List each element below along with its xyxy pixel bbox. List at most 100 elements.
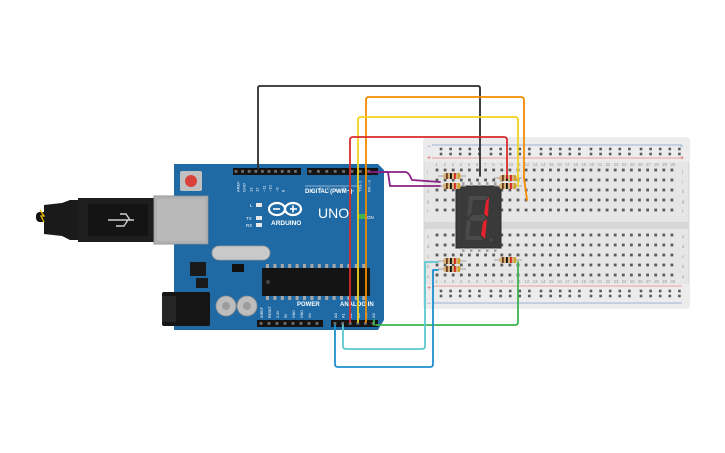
rail-hole[interactable] xyxy=(678,294,681,298)
rail-hole[interactable] xyxy=(539,147,543,151)
header-pin-hole[interactable] xyxy=(274,170,277,173)
breadboard-hole[interactable] xyxy=(516,198,520,202)
breadboard-hole[interactable] xyxy=(597,253,601,257)
rail-hole[interactable] xyxy=(518,152,522,156)
rail-hole[interactable] xyxy=(628,289,631,293)
breadboard-hole[interactable] xyxy=(654,208,658,212)
breadboard-hole[interactable] xyxy=(597,273,601,277)
breadboard-hole[interactable] xyxy=(540,208,544,212)
breadboard-hole[interactable] xyxy=(670,198,674,202)
breadboard-hole[interactable] xyxy=(670,233,674,237)
breadboard-hole[interactable] xyxy=(638,263,641,267)
breadboard-hole[interactable] xyxy=(630,178,633,182)
breadboard-hole[interactable] xyxy=(565,168,568,172)
breadboard-hole[interactable] xyxy=(613,253,617,257)
breadboard-hole[interactable] xyxy=(565,188,568,192)
header-pin-hole[interactable] xyxy=(308,170,312,173)
rail-hole[interactable] xyxy=(668,152,672,156)
rail-hole[interactable] xyxy=(458,294,462,298)
rail-hole[interactable] xyxy=(508,289,512,293)
rail-hole[interactable] xyxy=(439,294,443,298)
header-pin-hole[interactable] xyxy=(259,322,263,325)
breadboard-hole[interactable] xyxy=(435,198,439,202)
breadboard-hole[interactable] xyxy=(597,243,601,247)
breadboard-hole[interactable] xyxy=(524,253,528,257)
header-pin-hole[interactable] xyxy=(234,170,238,173)
breadboard-hole[interactable] xyxy=(549,233,552,237)
breadboard-hole[interactable] xyxy=(557,263,560,267)
breadboard-hole[interactable] xyxy=(589,273,593,277)
breadboard-hole[interactable] xyxy=(654,273,658,277)
rail-hole[interactable] xyxy=(568,294,572,298)
rail-hole[interactable] xyxy=(549,147,552,151)
breadboard-hole[interactable] xyxy=(508,243,512,247)
header-pin-hole[interactable] xyxy=(350,170,354,173)
rail-hole[interactable] xyxy=(589,147,593,151)
breadboard-hole[interactable] xyxy=(443,188,447,192)
rail-hole[interactable] xyxy=(658,289,662,293)
breadboard-hole[interactable] xyxy=(605,208,609,212)
header-pin-hole[interactable] xyxy=(294,170,297,173)
rail-hole[interactable] xyxy=(649,152,652,156)
breadboard-hole[interactable] xyxy=(459,273,463,277)
breadboard-hole[interactable] xyxy=(549,198,552,202)
resistor-bottom-left[interactable] xyxy=(438,258,466,264)
breadboard-hole[interactable] xyxy=(484,253,487,257)
breadboard-hole[interactable] xyxy=(508,273,512,277)
breadboard-hole[interactable] xyxy=(581,198,585,202)
breadboard-hole[interactable] xyxy=(540,263,544,267)
breadboard-hole[interactable] xyxy=(630,198,633,202)
breadboard-hole[interactable] xyxy=(565,208,568,212)
breadboard-hole[interactable] xyxy=(670,243,674,247)
rail-hole[interactable] xyxy=(549,294,552,298)
rail-hole[interactable] xyxy=(618,289,622,293)
breadboard-hole[interactable] xyxy=(638,208,641,212)
breadboard-hole[interactable] xyxy=(630,233,633,237)
rail-hole[interactable] xyxy=(568,147,572,151)
breadboard-hole[interactable] xyxy=(630,273,633,277)
breadboard-hole[interactable] xyxy=(573,178,577,182)
rail-hole[interactable] xyxy=(578,147,581,151)
breadboard-hole[interactable] xyxy=(500,253,504,257)
rail-hole[interactable] xyxy=(489,152,493,156)
header-pin-hole[interactable] xyxy=(275,322,279,325)
breadboard-hole[interactable] xyxy=(662,208,666,212)
breadboard-hole[interactable] xyxy=(621,243,625,247)
breadboard-hole[interactable] xyxy=(573,168,577,172)
breadboard-hole[interactable] xyxy=(532,168,536,172)
breadboard-hole[interactable] xyxy=(516,233,520,237)
breadboard-hole[interactable] xyxy=(476,263,479,267)
rail-hole[interactable] xyxy=(678,147,681,151)
breadboard-hole[interactable] xyxy=(435,243,439,247)
breadboard-hole[interactable] xyxy=(484,263,487,267)
rail-hole[interactable] xyxy=(468,147,472,151)
header-pin-hole[interactable] xyxy=(359,170,362,173)
breadboard-hole[interactable] xyxy=(670,253,674,257)
breadboard-hole[interactable] xyxy=(605,263,609,267)
breadboard-hole[interactable] xyxy=(476,178,479,182)
breadboard-hole[interactable] xyxy=(605,188,609,192)
breadboard-hole[interactable] xyxy=(492,253,496,257)
breadboard-hole[interactable] xyxy=(532,243,536,247)
breadboard-hole[interactable] xyxy=(451,233,455,237)
breadboard-hole[interactable] xyxy=(476,253,479,257)
breadboard-hole[interactable] xyxy=(451,208,455,212)
reset-button[interactable] xyxy=(185,175,197,187)
rail-hole[interactable] xyxy=(478,289,481,293)
breadboard-hole[interactable] xyxy=(524,273,528,277)
breadboard-hole[interactable] xyxy=(557,178,560,182)
breadboard-hole[interactable] xyxy=(573,263,577,267)
breadboard-hole[interactable] xyxy=(532,208,536,212)
rail-hole[interactable] xyxy=(528,152,531,156)
breadboard[interactable]: − + − + + − j i h g f e d c b a j i h g … xyxy=(423,137,690,309)
breadboard-hole[interactable] xyxy=(670,263,674,267)
breadboard-hole[interactable] xyxy=(451,273,455,277)
breadboard-hole[interactable] xyxy=(532,253,536,257)
resistors[interactable] xyxy=(438,173,522,272)
breadboard-hole[interactable] xyxy=(516,208,520,212)
breadboard-hole[interactable] xyxy=(532,178,536,182)
breadboard-hole[interactable] xyxy=(646,253,649,257)
breadboard-hole[interactable] xyxy=(540,243,544,247)
breadboard-hole[interactable] xyxy=(508,188,512,192)
